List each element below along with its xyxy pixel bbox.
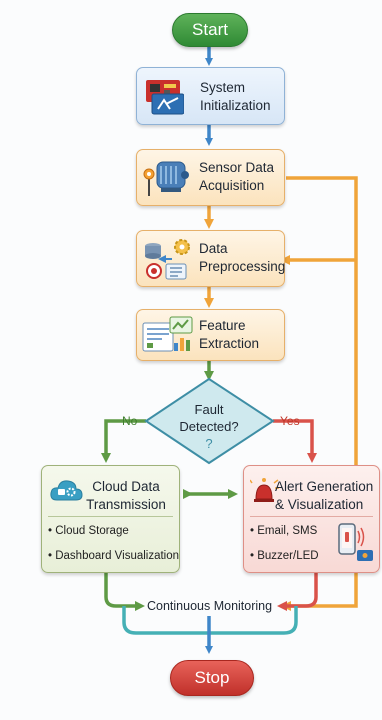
sensor-title: Sensor Data Acquisition (199, 159, 274, 195)
stop-label: Stop (194, 668, 230, 687)
alert-divider (250, 516, 373, 517)
system-initialization-box: System Initialization (136, 67, 285, 125)
arrow-cloud-to-monitor (104, 571, 145, 611)
cloud-data-transmission-box: Cloud Data Transmission • Cloud Storage … (41, 465, 180, 573)
sensor-line2: Acquisition (199, 178, 265, 193)
database-gear-icon (145, 239, 190, 280)
cloud-title-line2: Transmission (86, 497, 166, 512)
dashboard-chart-icon (142, 316, 193, 352)
system-init-line2: Initialization (200, 98, 271, 113)
preproc-title: Data Preprocessing (199, 240, 285, 276)
continuous-monitoring-label: Continuous Monitoring (147, 599, 273, 613)
arrow-no-branch (101, 419, 146, 463)
no-label: No (122, 414, 138, 428)
start-terminal: Start (172, 13, 248, 47)
decision-text: Fault Detected? ? (159, 401, 259, 452)
cloud-title-line1: Cloud Data (92, 479, 160, 494)
decision-mark: ? (205, 436, 213, 451)
cloud-divider (48, 516, 173, 517)
preproc-line1: Data (199, 241, 228, 256)
arrow-alert-to-monitor (277, 571, 318, 611)
stop-terminal: Stop (170, 660, 254, 696)
system-init-line1: System (200, 80, 246, 95)
preproc-line2: Preprocessing (199, 259, 286, 274)
decision-line2: Detected? (179, 419, 239, 434)
alert-bullet-email: • Email, SMS (250, 525, 318, 537)
yes-label: Yes (280, 414, 300, 428)
cloud-bullet-dashboard: • Dashboard Visualization (48, 550, 180, 562)
alert-title-line2: & Visualization (275, 497, 364, 512)
decision-diamond (144, 377, 275, 465)
data-preprocessing-box: Data Preprocessing (136, 230, 285, 287)
alert-title: Alert Generation & Visualization (275, 478, 377, 514)
alert-title-line1: Alert Generation (275, 479, 374, 494)
feature-title: Feature Extraction (199, 317, 259, 353)
arrow-yes-branch (273, 419, 317, 463)
cloud-title: Cloud Data Transmission (79, 478, 173, 514)
feature-line1: Feature (199, 318, 246, 333)
decision-line1: Fault (194, 402, 224, 417)
alert-generation-box: Alert Generation & Visualization • Email… (243, 465, 380, 573)
feature-line2: Extraction (199, 336, 260, 351)
cloud-bullet-storage: • Cloud Storage (48, 525, 129, 537)
motor-sensor-icon (143, 161, 189, 196)
circuit-board-icon (146, 80, 184, 115)
feedback-loop-outer (281, 176, 358, 611)
alert-bullet-buzzer: • Buzzer/LED (250, 550, 319, 562)
cloud-gear-icon (50, 480, 83, 501)
feature-extraction-box: Feature Extraction (136, 309, 285, 361)
sensor-data-acquisition-box: Sensor Data Acquisition (136, 149, 285, 206)
alarm-icon (250, 478, 279, 502)
phone-alert-icon (338, 523, 373, 561)
system-init-title: System Initialization (200, 79, 271, 115)
start-label: Start (192, 20, 228, 39)
sensor-line1: Sensor Data (199, 160, 275, 175)
